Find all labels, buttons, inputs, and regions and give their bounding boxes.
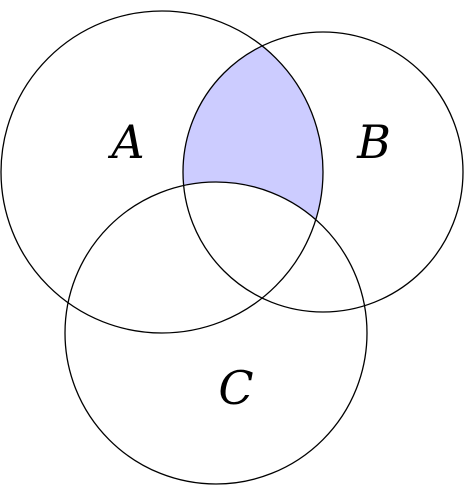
set-a-label: A [107, 115, 144, 169]
set-c-label: C [218, 361, 253, 415]
set-b-label: B [356, 115, 391, 169]
shaded-region-a-and-b-not-c [183, 32, 323, 312]
set-c-circle [64, 181, 368, 485]
shaded-fill [183, 32, 323, 312]
set-b-circle [182, 31, 464, 313]
set-a-circle [0, 10, 324, 334]
